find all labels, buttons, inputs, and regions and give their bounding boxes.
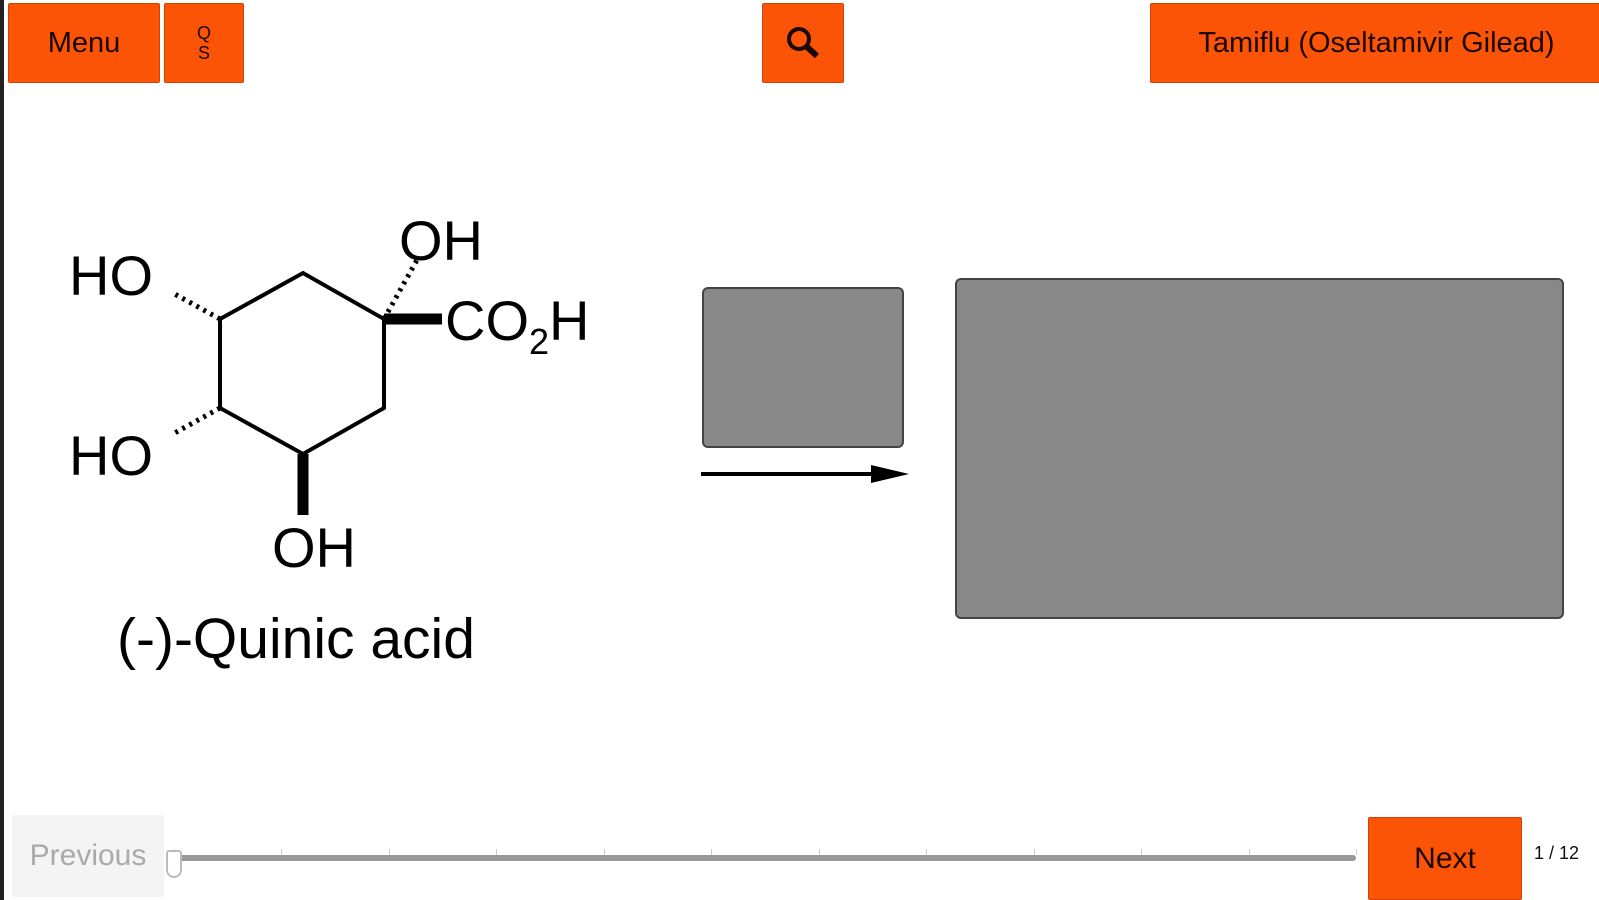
previous-button[interactable]: Previous: [12, 815, 164, 897]
slider-tick: [818, 849, 820, 855]
molecule-caption: (-)-Quinic acid: [117, 607, 475, 671]
quiz-switch-button[interactable]: Q S: [164, 3, 244, 83]
svg-text:CO2H: CO2H: [445, 289, 589, 362]
search-button[interactable]: [762, 3, 844, 83]
co2h-h-label: H: [549, 289, 589, 352]
slider-tick: [281, 849, 283, 855]
slider-tick: [1141, 849, 1143, 855]
quinic-acid-structure: HO HO OH OH CO2H: [69, 209, 589, 579]
topic-title-button[interactable]: Tamiflu (Oseltamivir Gilead): [1150, 3, 1599, 83]
ho-upper-label: HO: [69, 244, 153, 307]
slide-progress-slider[interactable]: [174, 855, 1356, 861]
slider-tick: [926, 849, 928, 855]
oh-top-label: OH: [399, 209, 483, 272]
hidden-product-box[interactable]: [955, 278, 1564, 619]
search-icon: [787, 27, 820, 59]
slider-tick: [388, 849, 390, 855]
slider-tick: [1033, 849, 1035, 855]
qs-top-label: Q: [196, 23, 211, 43]
hidden-reagent-box[interactable]: [702, 287, 904, 448]
ho-lower-label: HO: [69, 424, 153, 487]
next-button[interactable]: Next: [1368, 817, 1522, 900]
slider-thumb[interactable]: [166, 850, 182, 878]
slider-tick: [711, 849, 713, 855]
slider-tick: [1356, 849, 1357, 855]
qs-bottom-label: S: [197, 43, 210, 63]
slider-tick: [496, 849, 498, 855]
slider-tick: [603, 849, 605, 855]
co2h-label: CO: [445, 289, 529, 352]
co2h-subscript: 2: [529, 321, 549, 362]
slider-tick: [1248, 849, 1250, 855]
page-indicator: 1 / 12: [1534, 843, 1580, 863]
menu-button[interactable]: Menu: [8, 3, 160, 83]
reaction-arrow-icon: [701, 465, 909, 483]
oh-bottom-label: OH: [272, 516, 356, 579]
